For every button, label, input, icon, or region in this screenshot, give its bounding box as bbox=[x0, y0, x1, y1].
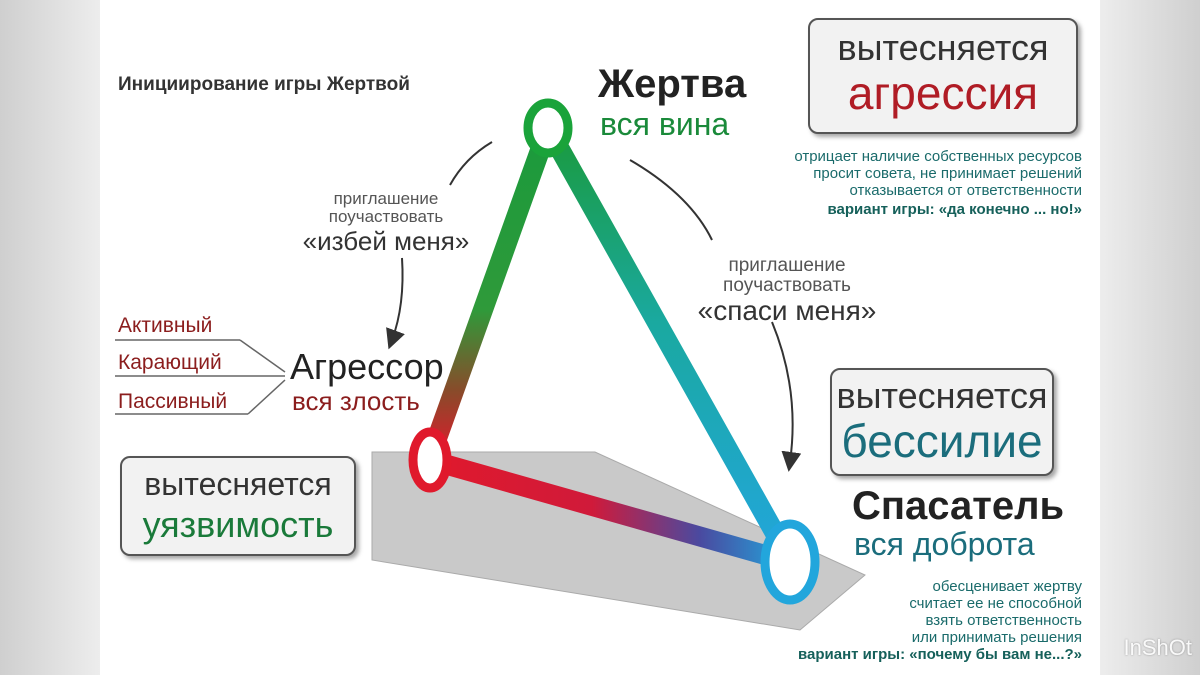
rescuer-note-2: считает ее не способной bbox=[909, 595, 1082, 612]
edge-victim-aggressor bbox=[420, 118, 558, 468]
rescuer-notes: обесценивает жертву считает ее не способ… bbox=[702, 578, 1082, 663]
box-rescuer-line2: бессилие bbox=[841, 415, 1043, 467]
right-blur-border bbox=[1100, 0, 1200, 675]
arrow-left-upper bbox=[449, 141, 493, 186]
victim-game-variant: вариант игры: «да конечно ... но!» bbox=[827, 201, 1082, 218]
invite-right-line1: приглашение bbox=[728, 255, 846, 276]
rescuer-game-variant: вариант игры: «почему бы вам не...?» bbox=[797, 646, 1082, 663]
diagram-canvas: Инициирование игры Жертвой Жертва вся ви… bbox=[100, 0, 1100, 675]
left-blur-border bbox=[0, 0, 100, 675]
karpman-triangle-graphic bbox=[115, 98, 866, 631]
arrow-left-lower bbox=[386, 257, 405, 350]
invite-right-line2: поучаствовать bbox=[723, 275, 851, 296]
victim-note-1: отрицает наличие собственных ресурсов bbox=[794, 148, 1082, 165]
type-connector-1 bbox=[239, 339, 286, 373]
victim-notes: отрицает наличие собственных ресурсов пр… bbox=[702, 148, 1082, 218]
rescuer-note-1: обесценивает жертву bbox=[932, 578, 1082, 595]
invite-left-quote: «избей меня» bbox=[302, 226, 470, 256]
invite-left-line2: поучаствовать bbox=[328, 207, 444, 226]
aggressor-label: Агрессор bbox=[290, 346, 444, 387]
shadow-plane bbox=[371, 451, 866, 631]
box-aggressor-line1: вытесняется bbox=[144, 466, 332, 502]
aggressor-node bbox=[408, 427, 452, 493]
victim-trait: вся вина bbox=[600, 106, 730, 142]
aggressor-type-active: Активный bbox=[118, 314, 213, 337]
box-aggressor-repressed: вытесняется уязвимость bbox=[120, 456, 356, 556]
invite-left-line1: приглашение bbox=[333, 189, 439, 208]
aggressor-trait: вся злость bbox=[292, 386, 420, 416]
box-rescuer-line1: вытесняется bbox=[836, 375, 1048, 416]
aggressor-type-passive: Пассивный bbox=[118, 390, 228, 413]
invite-beat-me: приглашение поучаствовать «избей меня» bbox=[296, 189, 476, 257]
rescuer-node bbox=[760, 519, 820, 605]
victim-note-2: просит совета, не принимает решений bbox=[813, 165, 1082, 182]
victim-note-3: отказывается от ответственности bbox=[849, 182, 1082, 199]
box-victim-line2: агрессия bbox=[847, 67, 1039, 119]
invite-save-me: приглашение поучаствовать «спаси меня» bbox=[672, 256, 902, 326]
rescuer-label: Спасатель bbox=[852, 484, 1065, 528]
box-rescuer-repressed: вытесняется бессилие bbox=[830, 368, 1054, 476]
box-victim-line1: вытесняется bbox=[837, 27, 1049, 68]
victim-label: Жертва bbox=[598, 62, 747, 106]
victim-node bbox=[523, 98, 573, 158]
aggressor-type-punishing: Карающий bbox=[118, 351, 222, 374]
arrow-right-upper bbox=[629, 159, 713, 241]
invite-right-quote: «спаси меня» bbox=[697, 295, 877, 326]
diagram-title: Инициирование игры Жертвой bbox=[118, 74, 410, 95]
edge-victim-rescuer bbox=[538, 118, 800, 570]
rescuer-trait: вся доброта bbox=[854, 526, 1035, 562]
box-aggressor-line2: уязвимость bbox=[142, 504, 334, 545]
arrow-right-lower bbox=[771, 321, 802, 472]
type-connector-3 bbox=[247, 379, 286, 415]
edge-aggressor-rescuer bbox=[420, 450, 800, 572]
rescuer-note-4: или принимать решения bbox=[911, 629, 1082, 646]
rescuer-note-3: взять ответственность bbox=[925, 612, 1083, 629]
inshot-watermark: InShOt bbox=[1123, 635, 1192, 660]
box-victim-repressed: вытесняется агрессия bbox=[808, 18, 1078, 134]
